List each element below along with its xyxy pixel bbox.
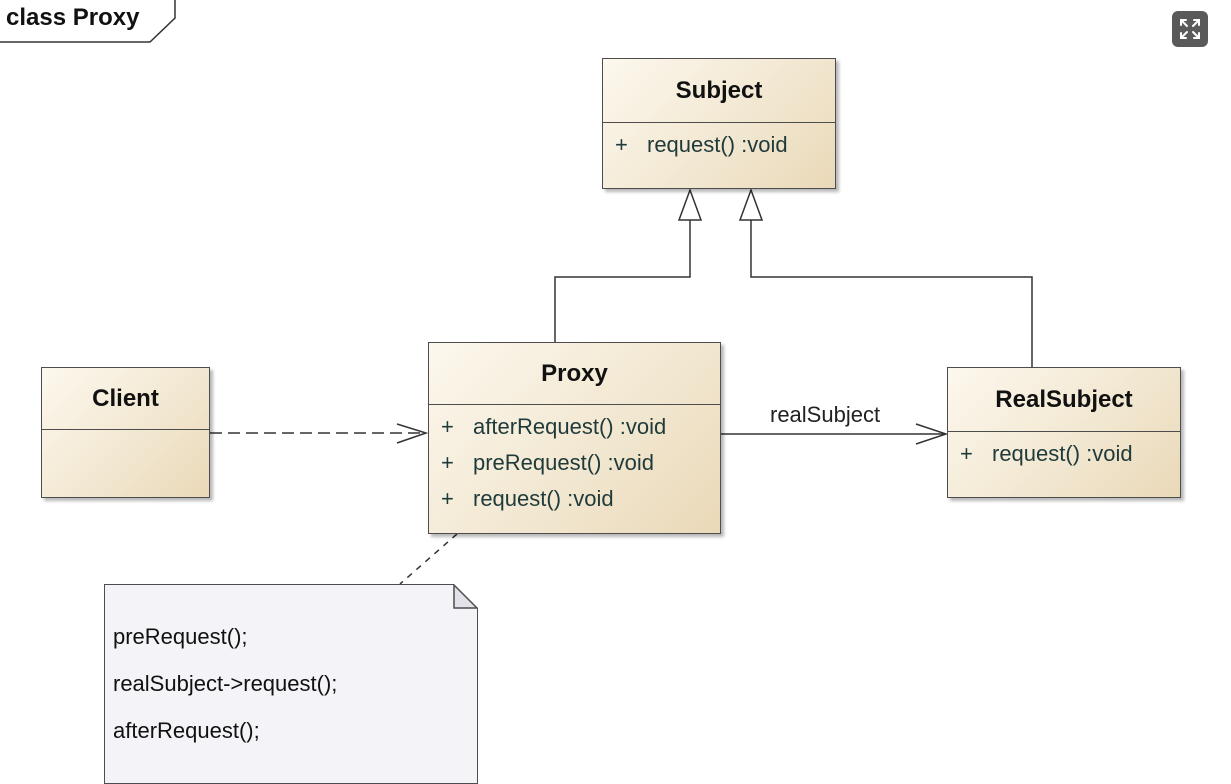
generalization-arrowhead-realsubject <box>738 187 764 221</box>
visibility: + <box>615 132 628 157</box>
diagram-connectors <box>0 0 1033 585</box>
operation-row: + request() :void <box>429 481 720 517</box>
class-name-client: Client <box>42 368 209 430</box>
title-tab-frame <box>0 0 176 43</box>
class-proxy[interactable]: Proxy + afterRequest() :void + preReques… <box>428 342 721 534</box>
operation-row: + afterRequest() :void <box>429 409 720 445</box>
diagram-title: class Proxy <box>6 4 140 31</box>
visibility: + <box>960 441 973 466</box>
class-client[interactable]: Client <box>41 367 210 498</box>
association-arrowhead <box>915 423 949 445</box>
generalization-realsubject-subject <box>750 220 1033 367</box>
operation-row: + preRequest() :void <box>429 445 720 481</box>
class-subject[interactable]: Subject + request() :void <box>602 58 836 189</box>
class-real-subject[interactable]: RealSubject + request() :void <box>947 367 1181 498</box>
operation-row: + request() :void <box>948 436 1180 472</box>
visibility: + <box>441 486 454 511</box>
operation-signature: request() :void <box>473 486 614 511</box>
operation-row: + request() :void <box>603 127 835 163</box>
note[interactable]: preRequest(); realSubject->request(); af… <box>104 584 478 784</box>
class-name-subject: Subject <box>603 59 835 123</box>
operations-subject: + request() :void <box>603 123 835 163</box>
visibility: + <box>441 450 454 475</box>
note-line: realSubject->request(); <box>113 670 338 696</box>
operations-proxy: + afterRequest() :void + preRequest() :v… <box>429 405 720 517</box>
dependency-arrowhead <box>396 423 429 444</box>
operation-signature: afterRequest() :void <box>473 414 667 439</box>
note-fold-corner <box>453 584 478 609</box>
generalization-arrowhead-proxy <box>677 187 703 221</box>
operations-real-subject: + request() :void <box>948 432 1180 472</box>
association-label: realSubject <box>770 402 881 427</box>
visibility: + <box>441 414 454 439</box>
operation-signature: request() :void <box>992 441 1133 466</box>
expand-icon <box>1180 19 1200 39</box>
class-name-proxy: Proxy <box>429 343 720 405</box>
note-line: afterRequest(); <box>113 717 260 743</box>
expand-button[interactable] <box>1172 11 1208 47</box>
note-line: preRequest(); <box>113 623 248 649</box>
operation-signature: request() :void <box>647 132 788 157</box>
operation-signature: preRequest() :void <box>473 450 654 475</box>
note-anchor <box>399 533 458 585</box>
class-name-real-subject: RealSubject <box>948 368 1180 432</box>
note-body: preRequest(); realSubject->request(); af… <box>105 585 477 754</box>
generalization-proxy-subject <box>554 220 691 342</box>
